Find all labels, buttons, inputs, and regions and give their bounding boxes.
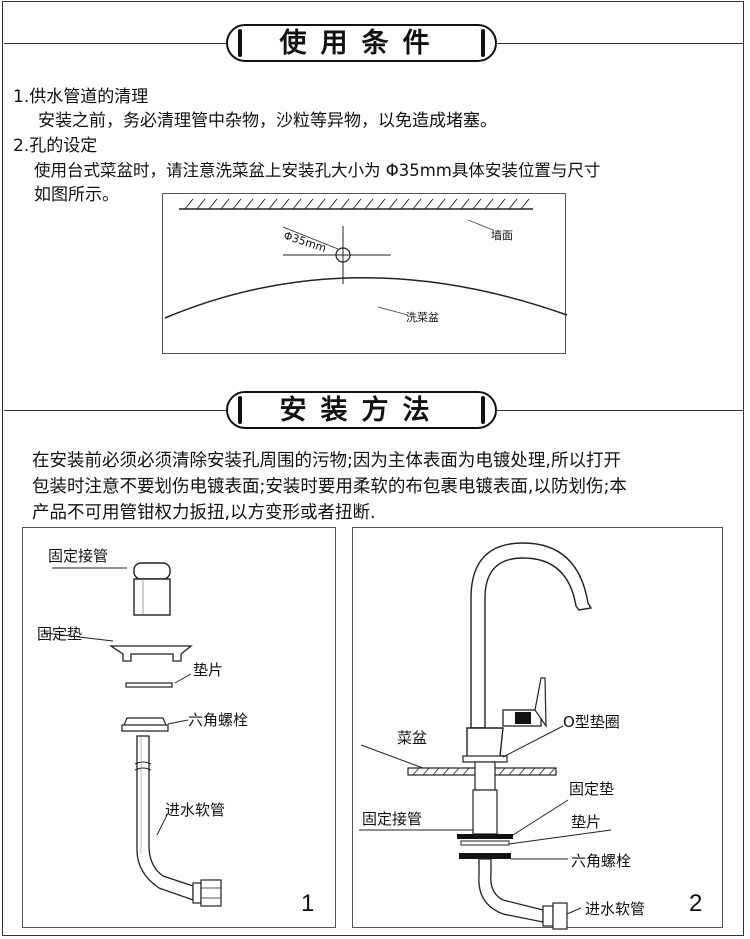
item1-heading: 1.供水管道的清理 [13,87,149,107]
fig1-label-inlet-hose: 进水软管 [165,801,226,819]
sink-label: 洗菜盆 [406,311,439,324]
figure-1-exploded-parts: 固定接管 固定垫 垫片 六角螺栓 进水软管 1 [22,527,336,928]
section-divider-right-2 [497,410,743,411]
fig1-label-hex-bolt: 六角螺栓 [188,711,249,729]
fig2-label-sink: 菜盆 [397,729,428,747]
item1-text: 安装之前，务必清理管中杂物，沙粒等异物，以免造成堵塞。 [38,111,497,131]
fig2-label-fixing-pad: 固定垫 [569,780,615,798]
fig2-label-inlet-hose: 进水软管 [585,900,646,918]
fig2-label-washer: 垫片 [571,813,602,831]
install-text-line3: 产品不可用管钳权力扳扭,以方变形或者扭断. [32,503,376,523]
install-text-line2: 包装时注意不要划伤电镀表面;安装时要用柔软的布包裹电镀表面,以防划伤;本 [32,477,627,497]
wall-label: 墙面 [491,229,513,242]
section-divider-right [497,43,743,44]
figure-2-number: 2 [689,890,703,917]
hole-position-diagram: Φ35mm 墙面 洗菜盆 [162,193,568,354]
fig2-label-o-ring: O型垫圈 [563,713,620,731]
install-text-line1: 在安装前必须必须清除安装孔周围的污物;因为主体表面为电镀处理,所以打开 [32,451,621,471]
item2-text-line1: 使用台式菜盆时，请注意洗菜盆上安装孔大小为 Φ35mm具体安装位置与尺寸 [34,161,601,180]
section-divider-left-2 [4,410,226,411]
usage-section-title: 使用条件 [226,24,497,62]
fig2-label-fixing-pipe: 固定接管 [362,810,423,828]
item2-text-line2: 如图所示。 [34,185,119,205]
figure-1-number: 1 [301,890,315,917]
fig1-label-washer: 垫片 [193,661,224,679]
install-title-text: 安装方法 [279,395,444,426]
item2-heading: 2.孔的设定 [13,136,98,156]
fig1-label-fixing-pipe: 固定接管 [48,547,109,565]
usage-title-text: 使用条件 [279,28,444,59]
install-section-title: 安装方法 [226,391,497,429]
fig1-label-fixing-pad: 固定垫 [37,625,83,643]
fig2-label-hex-bolt: 六角螺栓 [571,852,632,870]
figure-2-assembled-faucet: O型垫圈 菜盆 固定垫 固定接管 垫片 六角螺栓 进水软管 2 [352,527,723,930]
section-divider-left [4,43,226,44]
